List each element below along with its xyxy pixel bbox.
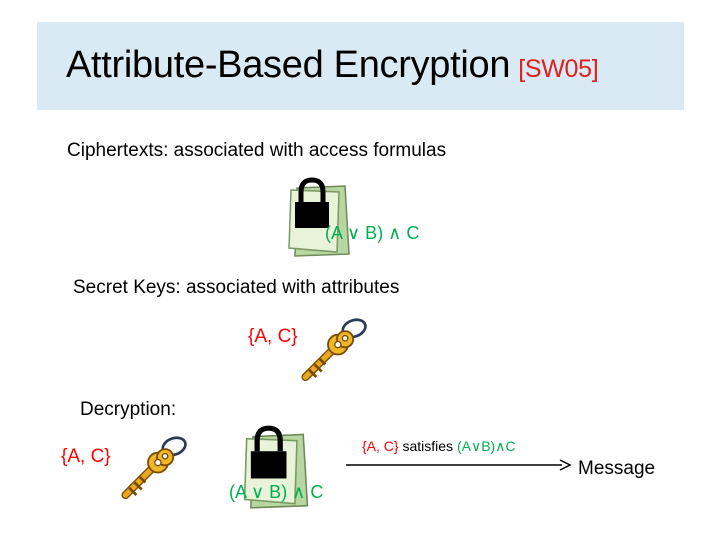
decryption-key-icon (114, 432, 200, 504)
secret-key-icon (294, 314, 380, 386)
title-band (37, 22, 684, 110)
result-arrow (346, 459, 572, 471)
secret-key-attributes: {A, C} (248, 326, 298, 347)
satisfies-condition: {A, C} satisfies (A∨B)∧C (362, 438, 516, 455)
satisfies-word: satisfies (402, 438, 454, 454)
decryption-key-attributes: {A, C} (61, 446, 111, 467)
ciphertext-formula: (A ∨ B) ∧ C (325, 223, 420, 243)
ciphertexts-label: Ciphertexts: associated with access form… (67, 140, 447, 161)
result-message: Message (578, 458, 656, 479)
slide-title-reference: [SW05] (518, 55, 599, 83)
slide-title: Attribute-Based Encryption[SW05] (66, 44, 599, 87)
decryption-lock-formula: (A ∨ B) ∧ C (229, 482, 324, 502)
slide-title-text: Attribute-Based Encryption (66, 44, 511, 86)
ciphertext-lock-icon (283, 176, 355, 260)
decryption-label: Decryption: (80, 399, 177, 420)
satisfies-formula: (A∨B)∧C (456, 438, 516, 454)
secret-keys-label: Secret Keys: associated with attributes (73, 277, 400, 298)
satisfies-set: {A, C} (362, 438, 399, 454)
